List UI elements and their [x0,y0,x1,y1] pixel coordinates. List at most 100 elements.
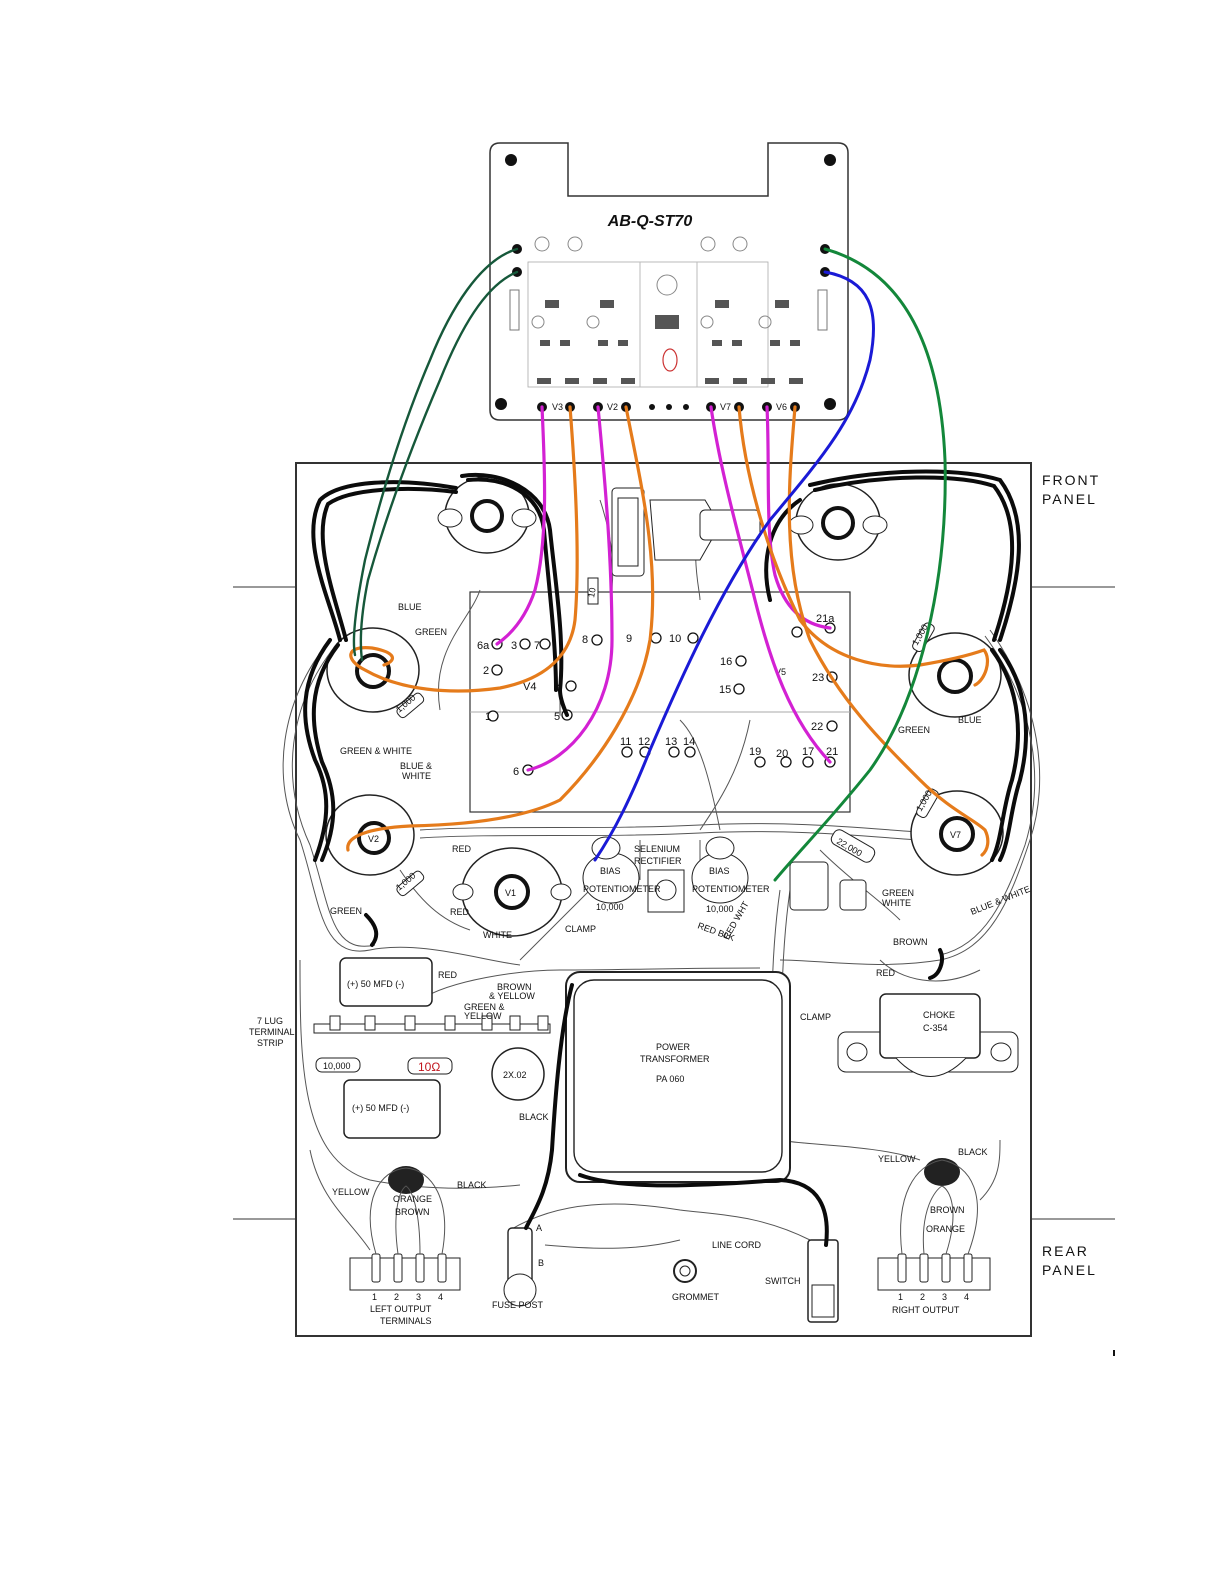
cap-50mfd-bottom: (+) 50 MFD (-) [343,1079,441,1139]
left-out-3: 3 [416,1292,421,1302]
term-21: 21 [826,746,838,758]
pad-label-v2: V2 [607,402,618,412]
left-out-2: 2 [394,1292,399,1302]
top-center-parts [587,487,761,605]
green-wire [773,247,947,882]
board-title: AB-Q-ST70 [607,213,693,230]
tube-socket-v7: V7 [910,790,1004,876]
left-out-1: 1 [372,1292,377,1302]
right-output-terminals: 1 2 3 4 RIGHT OUTPUT [877,1158,991,1315]
lug-strip-label-3: STRIP [257,1038,284,1048]
wire-v3-orange-to-v4 [349,405,579,693]
green-white-v2-label: GREEN & WHITE [340,746,412,756]
terminal-points [487,622,838,776]
term-10: 10 [669,633,681,645]
wire-v2-to-6 [526,405,614,772]
pad-label-v7: V7 [720,402,731,412]
white-v7-label: WHITE [882,898,911,908]
pad-label-v3: V3 [552,402,563,412]
brown-yellow-label-1: BROWN [497,982,532,992]
power-transformer: POWER TRANSFORMER PA 060 [565,971,791,1183]
transformer-label-2: TRANSFORMER [640,1054,710,1064]
black-power-wires [524,983,829,1247]
tube-label-v1: V1 [505,888,516,898]
clamp-label-2: CLAMP [800,1012,831,1022]
tube-socket-v1: V1 [452,847,572,937]
switch: SWITCH [765,1239,839,1323]
ab-q-st70-board: AB-Q-ST70 [489,142,849,421]
right-out-label: RIGHT OUTPUT [892,1305,960,1315]
cap-22000 [789,829,876,911]
term-17: 17 [802,746,814,758]
term-13: 13 [665,736,677,748]
black-cap-label: BLACK [519,1112,549,1122]
left-out-label-2: TERMINALS [380,1316,432,1326]
resistor-10-ohm: 10Ω [407,1057,453,1075]
term-16: 16 [720,656,732,668]
yellow-left-label: YELLOW [332,1187,370,1197]
pot-right-value: 10,000 [706,904,734,914]
bias-right-label: BIAS [709,866,730,876]
green-v4-label: GREEN [415,627,447,637]
fuse-a-label: A [536,1223,542,1233]
white-v2-label: WHITE [402,771,431,781]
red-cap-label: RED [438,970,458,980]
left-out-label-1: LEFT OUTPUT [370,1304,432,1314]
red-v7-label: RED [876,968,896,978]
term-6: 6 [513,766,519,778]
terminal-strip [313,1015,551,1034]
grommet-label: GROMMET [672,1292,719,1302]
wire-v3-to-6a [495,405,547,646]
tube-label-v2: V2 [368,834,379,844]
cap-50mfd-bottom-label: (+) 50 MFD (-) [352,1103,409,1113]
black-right-label: BLACK [958,1147,988,1157]
cap-50mfd-top: (+) 50 MFD (-) [339,957,433,1007]
term-19: 19 [749,746,761,758]
left-output-wires [369,1167,446,1255]
blue-wire [593,270,876,862]
green-v7-label: GREEN [882,888,914,898]
tube-socket-v2: V2 [325,794,415,876]
blue-white-v2-label: BLUE & [400,761,432,771]
cap-2x02: 2X.02 [491,1047,545,1101]
orange-left-label: ORANGE [393,1194,432,1204]
resistor-10-ohm-label: 10Ω [418,1060,440,1074]
green-yellow-label-1: GREEN & [464,1002,505,1012]
left-out-4: 4 [438,1292,443,1302]
black-left-label: BLACK [457,1180,487,1190]
orange-right-label: ORANGE [926,1224,965,1234]
term-14: 14 [683,736,695,748]
tube-label-v7: V7 [950,830,961,840]
term-11: 11 [620,736,631,748]
right-output-wires [900,1159,978,1255]
blue-v4-label: BLUE [398,602,422,612]
choke-label-1: CHOKE [923,1010,955,1020]
term-2: 2 [483,665,489,677]
term-12: 12 [638,736,650,748]
right-out-4: 4 [964,1292,969,1302]
green-v2-label: GREEN [330,906,362,916]
bias-left-label: BIAS [600,866,621,876]
white-v1-label: WHITE [483,930,512,940]
right-out-2: 2 [920,1292,925,1302]
front-panel-label-2: PANEL [1042,491,1097,507]
green-v5-label: GREEN [898,725,930,735]
terminal-labels: 6a 3 7 8 9 10 2 4 5 1 6 11 12 13 14 21a … [477,613,838,778]
line-cord-label: LINE CORD [712,1240,762,1250]
pad-label-v6: V6 [776,402,787,412]
right-out-3: 3 [942,1292,947,1302]
clamp-label-1: CLAMP [565,924,596,934]
lug-strip-label-1: 7 LUG [257,1016,283,1026]
tube-resistors [396,622,939,897]
harness-wires [282,499,1041,1251]
resistor-10000: 10,000 [315,1057,361,1073]
term-1: 1 [485,711,491,723]
term-9: 9 [626,633,632,645]
term-3: 3 [511,640,517,652]
term-15: 15 [719,684,731,696]
green-yellow-label-2: YELLOW [464,1011,502,1021]
pot-left-label: POTENTIOMETER [583,884,661,894]
fuse-post: A B FUSE POST [492,1223,544,1310]
selenium-label: SELENIUM [634,844,680,854]
